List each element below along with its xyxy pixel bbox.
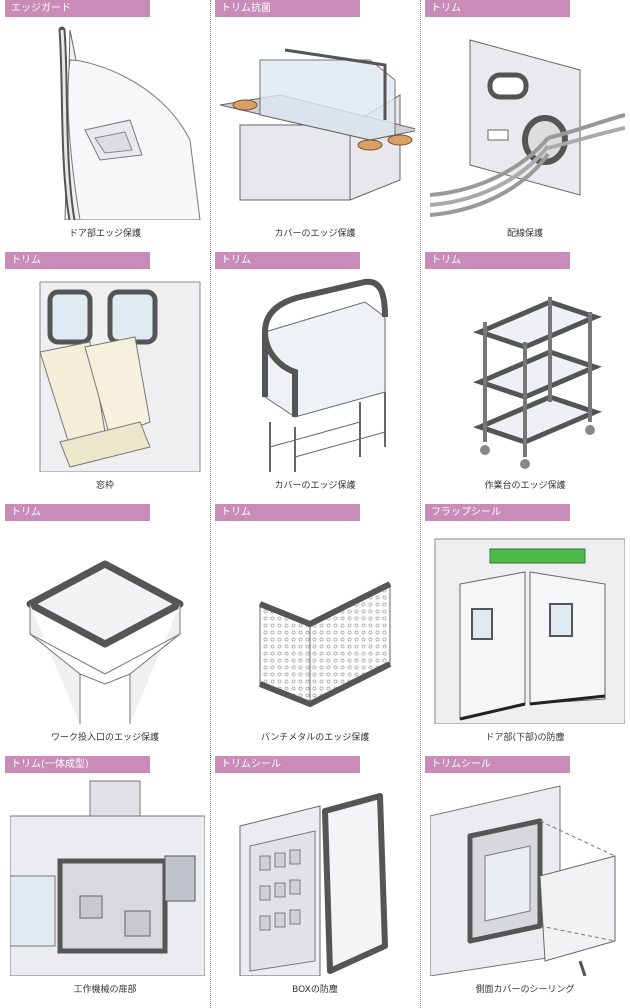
category-tag: トリム [215, 504, 360, 521]
electrical-box-illustration [239, 793, 388, 976]
machine-tool-illustration [10, 780, 205, 976]
column-divider [420, 0, 421, 1008]
item-card: トリム カバーのエッジ保護 [210, 252, 420, 504]
item-caption: カバーのエッジ保護 [274, 481, 356, 491]
side-cover-illustration [430, 785, 616, 976]
item-caption: ドア部(下部)の防塵 [485, 733, 565, 743]
glass-cover-stand-illustration [262, 278, 388, 472]
item-caption: 側面カバーのシーリング [475, 985, 575, 995]
car-door-illustration [58, 26, 201, 220]
category-tag: トリムシール [425, 756, 570, 773]
category-tag: トリム [425, 0, 570, 17]
item-card: トリムシール 側面カバーのシーリング [420, 756, 630, 1008]
cable-grommet-illustration [430, 39, 625, 217]
item-caption: BOXの防塵 [292, 985, 338, 995]
item-caption: パンチメタルのエッジ保護 [260, 733, 370, 743]
shelf-cart-illustration [472, 297, 603, 469]
item-card: フラップシール ドア部(下部)の防塵 [420, 504, 630, 756]
item-caption: 窓枠 [95, 481, 114, 491]
item-caption: ドア部エッジ保護 [68, 229, 141, 239]
item-caption: 作業台のエッジ保護 [484, 481, 566, 491]
item-caption: カバーのエッジ保護 [274, 229, 356, 239]
category-tag: トリム [5, 504, 150, 521]
category-tag: トリムシール [215, 756, 360, 773]
category-tag: トリム [5, 252, 150, 269]
item-card: トリム 配線保護 [420, 0, 630, 252]
hopper-illustration [26, 560, 184, 724]
item-card: トリム(一体成型) 工作機械の扉部 [0, 756, 210, 1008]
category-tag: トリム [425, 252, 570, 269]
sushi-conveyor-cover-illustration [220, 48, 415, 201]
item-card: トリム パンチメタルのエッジ保護 [210, 504, 420, 756]
category-tag: トリム抗菌 [215, 0, 360, 17]
category-tag: トリム [215, 252, 360, 269]
item-caption: 配線保護 [506, 229, 543, 239]
punched-metal-illustration [258, 581, 392, 708]
item-caption: 工作機械の扉部 [73, 985, 137, 995]
category-tag: トリム(一体成型) [5, 756, 150, 773]
train-window-illustration [39, 281, 201, 472]
column-divider [210, 0, 211, 1008]
item-card: トリム 作業台のエッジ保護 [420, 252, 630, 504]
item-card: エッジガード ドア部エッジ保護 [0, 0, 210, 252]
category-tag: フラップシール [425, 504, 570, 521]
category-tag: エッジガード [5, 0, 150, 17]
item-caption: ワーク投入口のエッジ保護 [50, 733, 159, 743]
item-card: トリム 窓枠 [0, 252, 210, 504]
item-card: トリムシール BOXの防塵 [210, 756, 420, 1008]
item-card: トリム ワーク投入口のエッジ保護 [0, 504, 210, 756]
item-card: トリム抗菌 カバーのエッジ保護 [210, 0, 420, 252]
swing-door-illustration [434, 538, 625, 724]
